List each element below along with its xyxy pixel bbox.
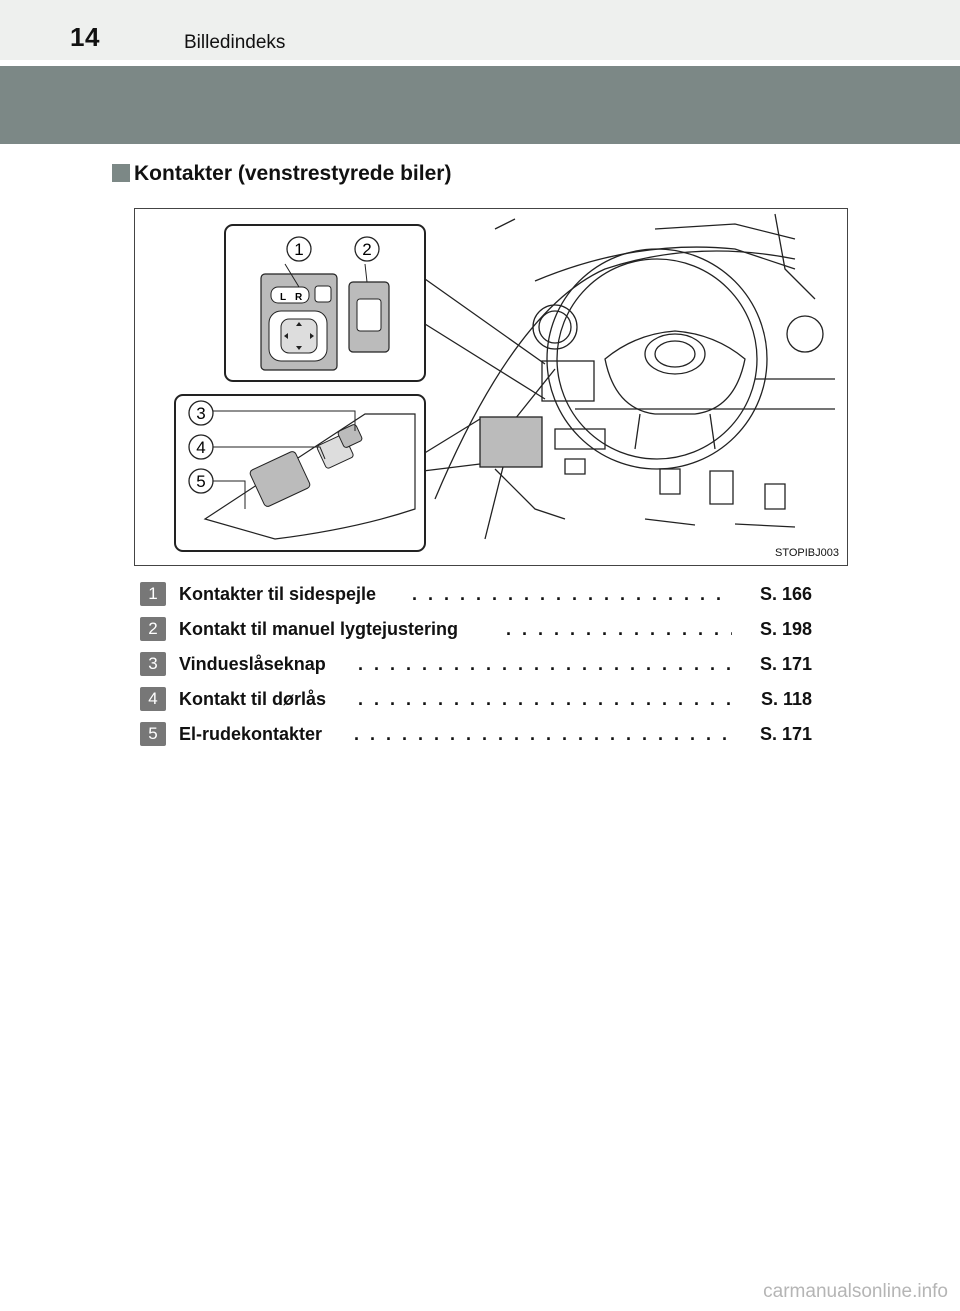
callout-3: 3 xyxy=(196,404,205,423)
page-reference[interactable]: S. 166 xyxy=(759,584,812,604)
leader-dots: . . . . . . . . . . . . . . . . . . . . … xyxy=(354,724,732,744)
leader-dots: . . . . . . . . . . . . . . . . . . . . … xyxy=(358,689,732,709)
leader-dots: . . . . . . . . . . . . . . . . . . . . … xyxy=(412,584,732,604)
dashboard-drawing: L R 1 2 3 4 5 xyxy=(174,213,835,552)
figure-code: STOPIBJ003 xyxy=(775,547,839,559)
item-label: Kontakt til dørlås xyxy=(179,689,327,709)
list-item: 3 Vindueslåseknap . . . . . . . . . . . … xyxy=(140,648,820,683)
section-marker-icon xyxy=(112,164,130,182)
callout-4: 4 xyxy=(196,438,205,457)
watermark: carmanualsonline.info xyxy=(763,1281,948,1302)
item-label: Kontakt til manuel lygtejustering xyxy=(179,619,459,639)
page-number: 14 xyxy=(70,22,100,52)
leader-dots: . . . . . . . . . . . . . . . . . . . . … xyxy=(358,654,732,674)
page-reference[interactable]: S. 171 xyxy=(759,654,812,674)
item-number-badge: 1 xyxy=(140,582,166,606)
callout-2: 2 xyxy=(362,240,371,259)
list-item: 1 Kontakter til sidespejle . . . . . . .… xyxy=(140,578,820,613)
page-reference[interactable]: S. 171 xyxy=(759,724,812,744)
page-header-title: Billedindeks xyxy=(184,32,286,53)
list-item: 2 Kontakt til manuel lygtejustering . . … xyxy=(140,613,820,648)
item-label: Kontakter til sidespejle xyxy=(179,584,377,604)
callout-1: 1 xyxy=(294,240,303,259)
callout-5: 5 xyxy=(196,472,205,491)
item-label: El-rudekontakter xyxy=(179,724,323,744)
list-item: 5 El-rudekontakter . . . . . . . . . . .… xyxy=(140,718,820,753)
page-reference[interactable]: S. 198 xyxy=(759,619,812,639)
leader-dots: . . . . . . . . . . . . . . . . . . . . … xyxy=(506,619,732,639)
section-title: Kontakter (venstrestyrede biler) xyxy=(134,162,452,185)
item-number-badge: 4 xyxy=(140,687,166,711)
dashboard-illustration: L R 1 2 3 4 5 STOPIBJ003 xyxy=(134,208,848,566)
item-number-badge: 2 xyxy=(140,617,166,641)
list-item: 4 Kontakt til dørlås . . . . . . . . . .… xyxy=(140,683,820,718)
item-number-badge: 3 xyxy=(140,652,166,676)
page-header: 14 Billedindeks xyxy=(0,0,960,60)
header-band xyxy=(0,66,960,144)
page-reference[interactable]: S. 118 xyxy=(760,689,812,709)
item-label: Vindueslåseknap xyxy=(179,654,326,674)
item-number-badge: 5 xyxy=(140,722,166,746)
mirror-left-label: L xyxy=(280,292,286,303)
index-list: 1 Kontakter til sidespejle . . . . . . .… xyxy=(140,578,820,753)
mirror-right-label: R xyxy=(295,292,303,303)
